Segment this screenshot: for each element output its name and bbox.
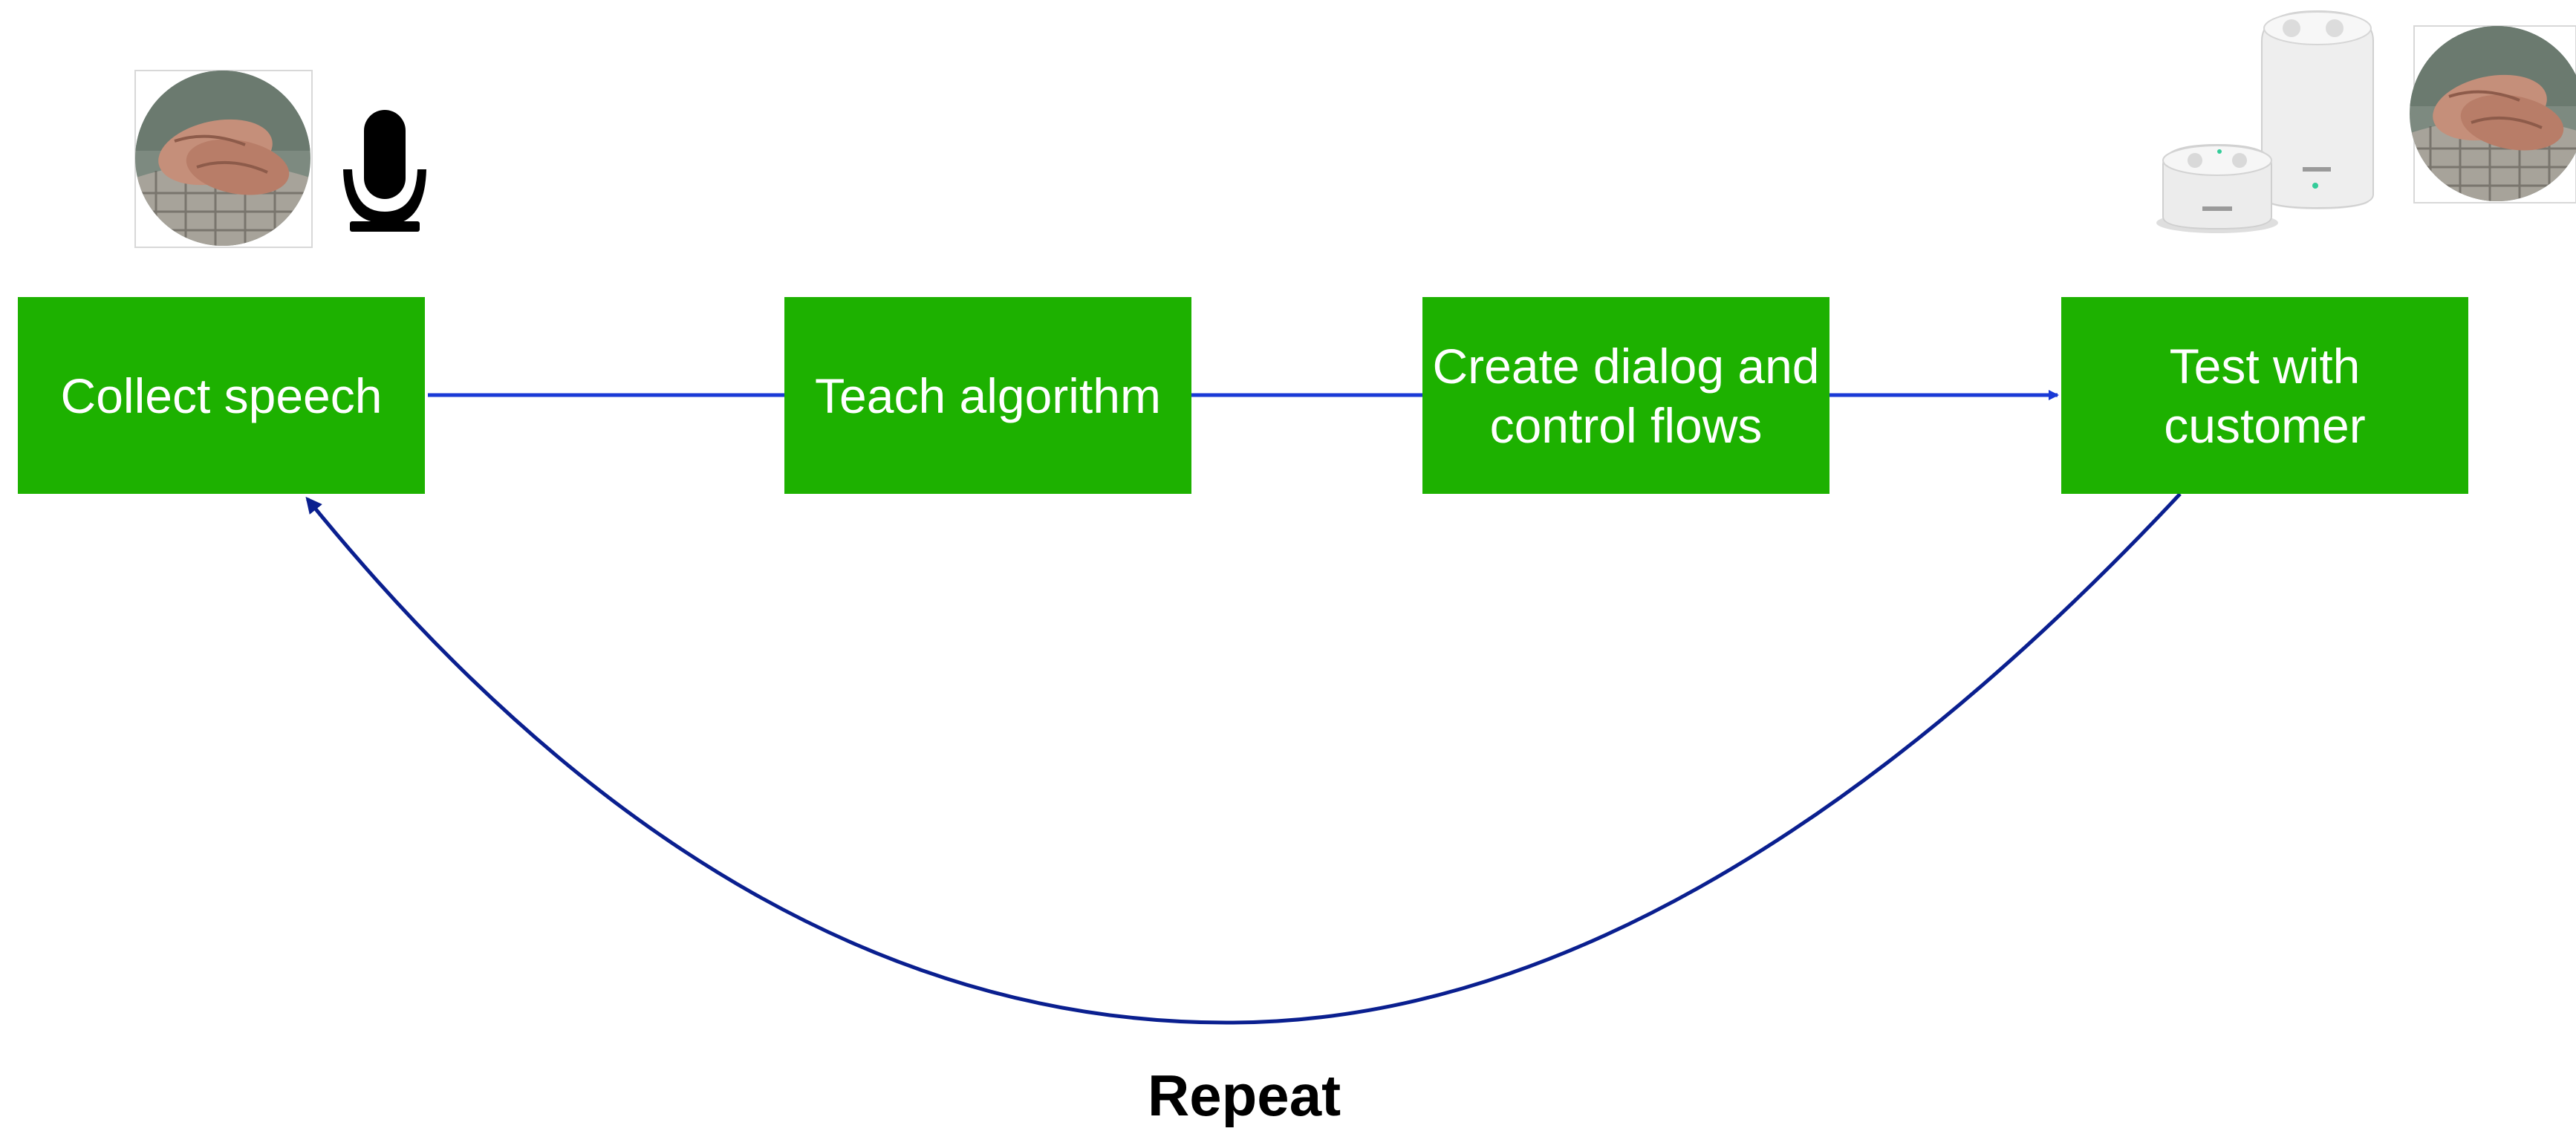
step-label: Teach algorithm: [815, 368, 1161, 423]
step-label: Test with customer: [2164, 338, 2366, 453]
step-collect-speech: Collect speech: [18, 297, 425, 494]
step-label: Create dialog and control flows: [1432, 338, 1820, 453]
step-label: Collect speech: [60, 368, 383, 423]
smart-speaker-devices-icon: [2156, 10, 2374, 233]
elderly-person-photo-icon: [2410, 25, 2576, 203]
step-create-dialog-flows: Create dialog and control flows: [1422, 297, 1829, 494]
microphone-icon: [343, 110, 426, 232]
repeat-loop-arrow: [305, 492, 2182, 1025]
repeat-label: Repeat: [1147, 1063, 1341, 1128]
step-teach-algorithm: Teach algorithm: [784, 297, 1191, 494]
elderly-person-photo-icon: [134, 70, 313, 248]
step-test-with-customer: Test with customer: [2061, 297, 2468, 494]
